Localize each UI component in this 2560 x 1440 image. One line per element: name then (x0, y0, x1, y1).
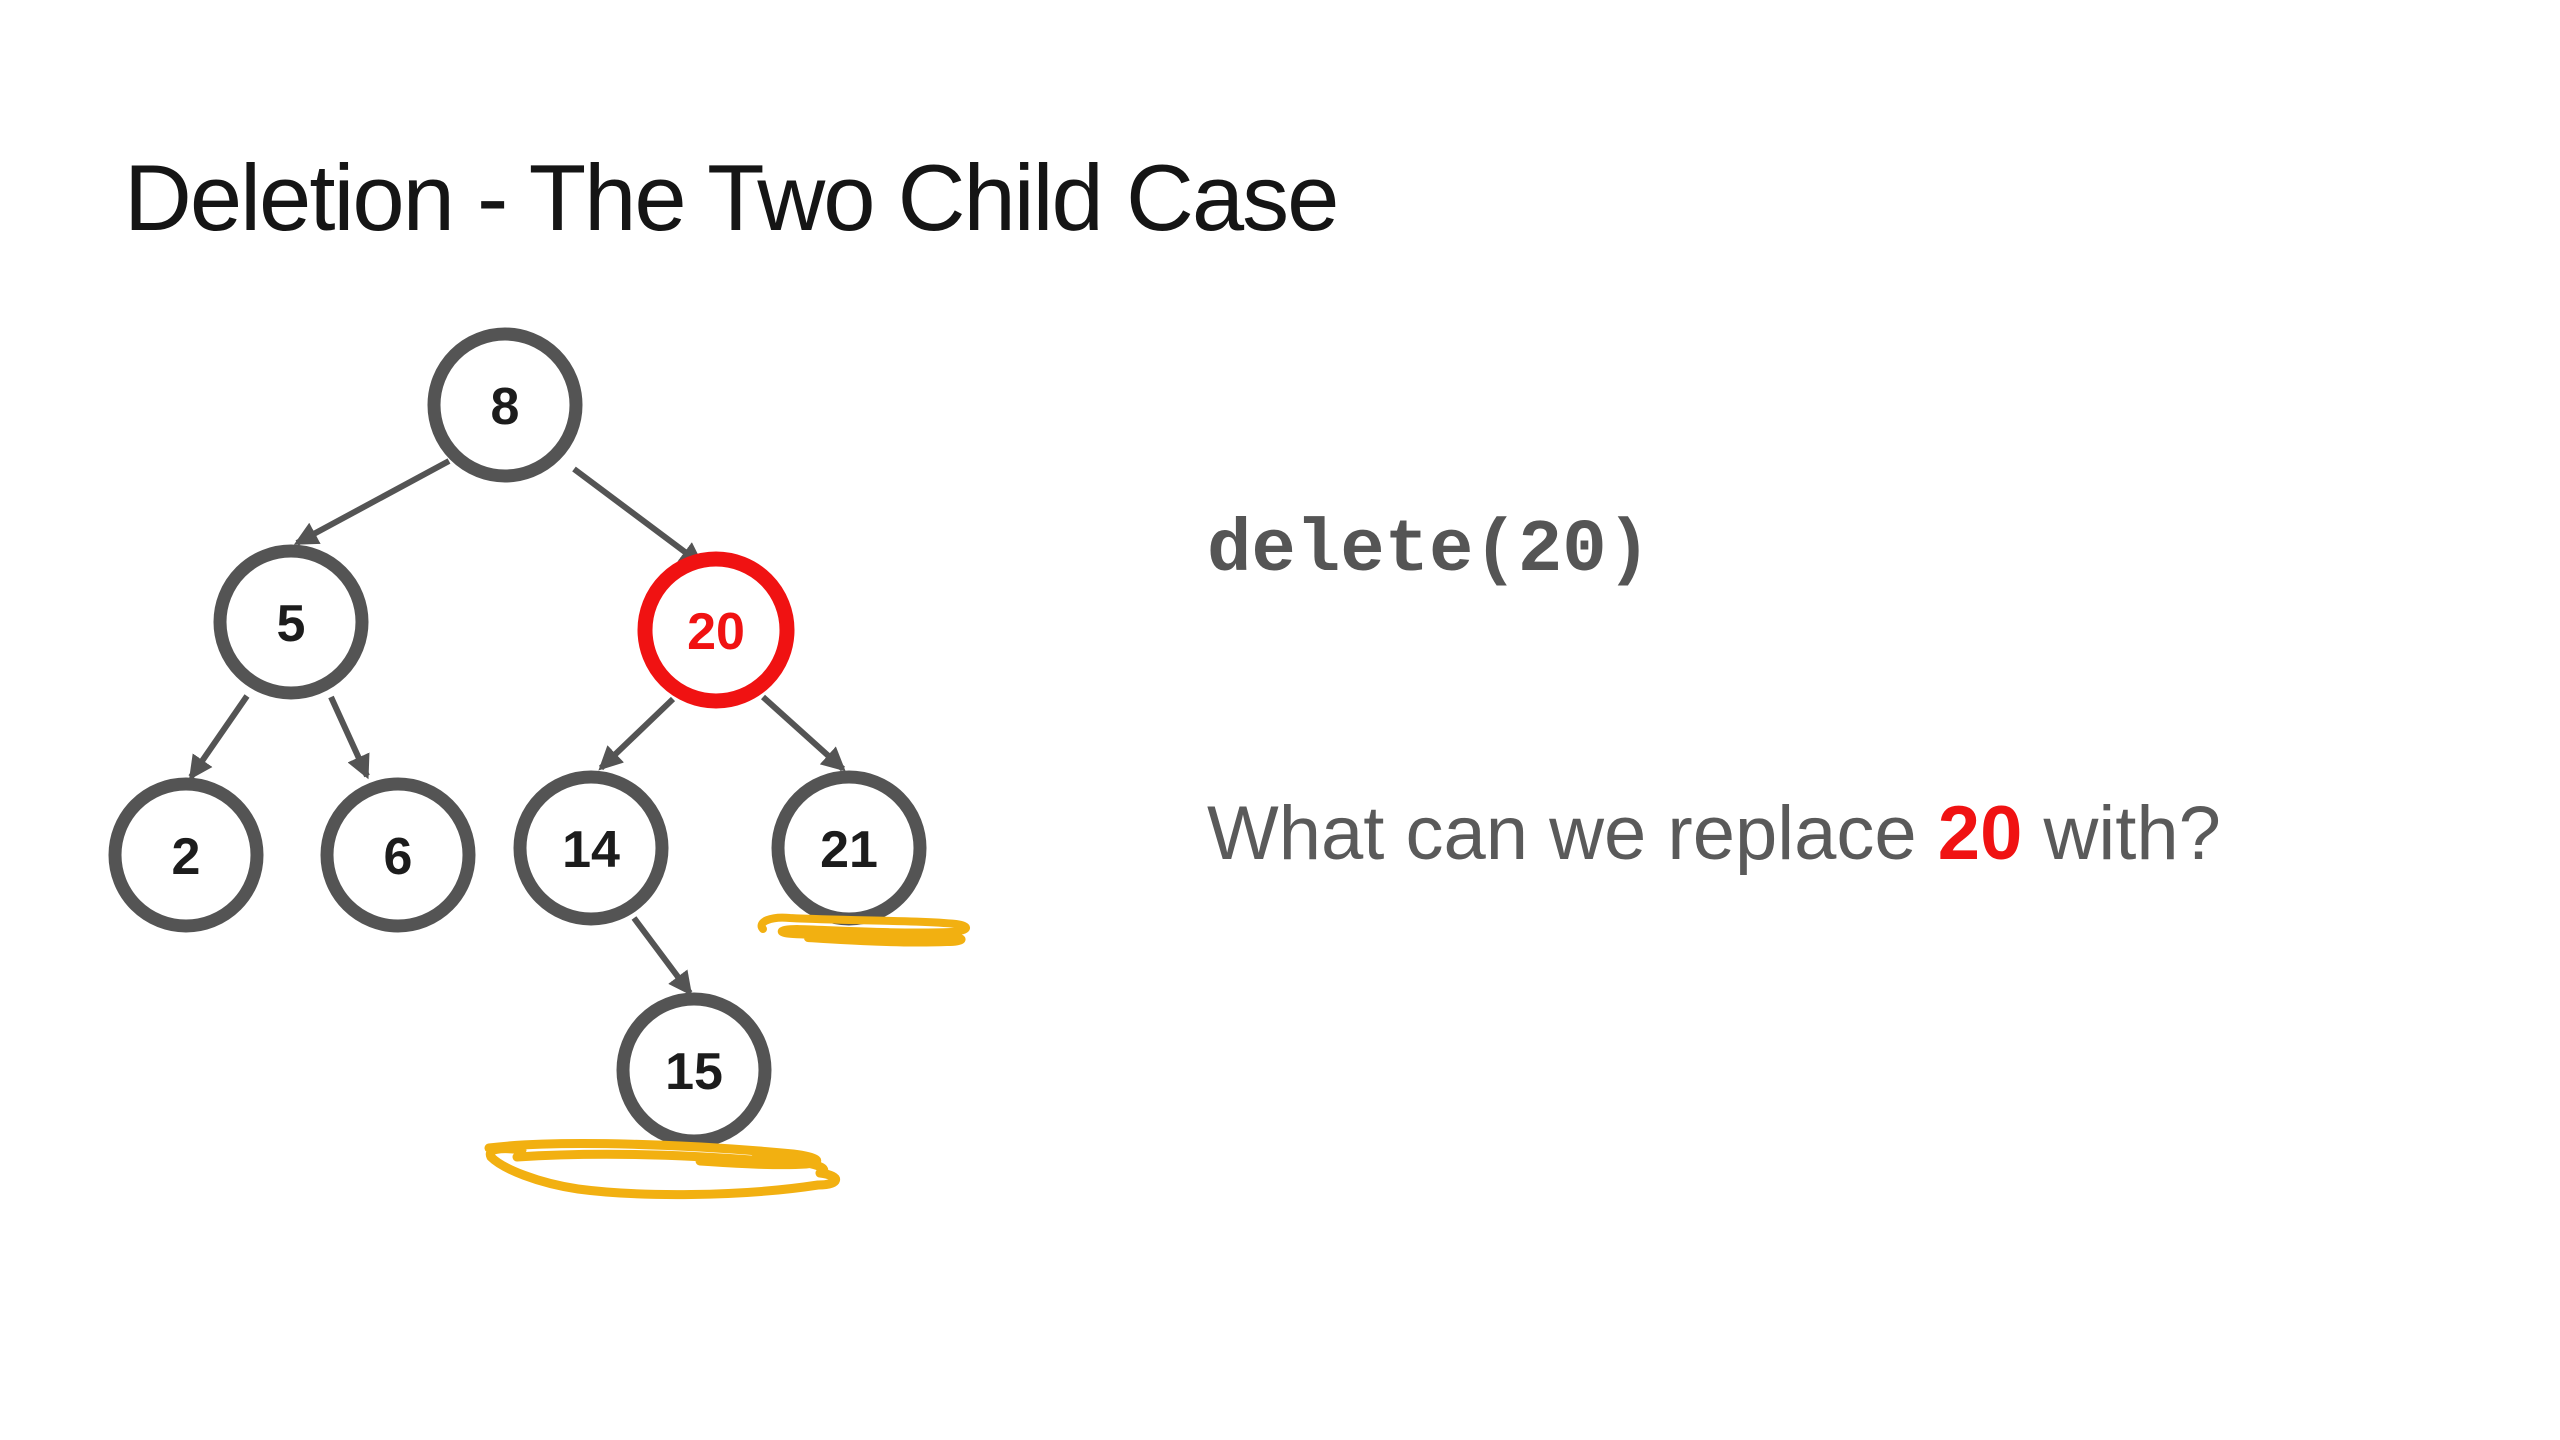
slide-title: Deletion - The Two Child Case (124, 145, 1339, 250)
edge-14-15 (631, 916, 693, 996)
node-8-circle (427, 327, 583, 483)
edge-8-20 (572, 466, 704, 567)
tree-nodes (108, 327, 927, 1148)
node-21-label: 21 (820, 821, 878, 879)
edge-20-21 (760, 694, 846, 772)
node-20-circle (637, 551, 795, 709)
node-15-circle (616, 992, 772, 1148)
tree-node-labels: 8 5 20 2 6 14 21 15 (172, 378, 878, 1101)
node-5-circle (213, 544, 369, 700)
node-6-circle (320, 777, 476, 933)
node-20-label: 20 (687, 603, 745, 661)
scribble-under-15-icon (484, 1139, 840, 1200)
question-suffix: with? (2022, 791, 2221, 876)
node-8-label: 8 (491, 378, 520, 436)
node-5-label: 5 (277, 595, 306, 653)
node-2-circle (108, 777, 264, 933)
highlighter-annotations (484, 913, 970, 1200)
edge-5-6 (328, 695, 370, 780)
question-text: What can we replace 20 with? (1207, 796, 2221, 872)
tree-edges (188, 458, 846, 996)
code-snippet: delete(20) (1207, 509, 1652, 593)
node-6-label: 6 (384, 828, 413, 886)
edge-20-14 (598, 696, 676, 771)
node-15-label: 15 (665, 1043, 723, 1101)
edge-8-5 (293, 458, 451, 546)
question-highlight-20: 20 (1937, 791, 2023, 876)
scribble-under-21-icon (757, 913, 970, 947)
edge-5-2 (188, 694, 250, 780)
node-2-label: 2 (172, 828, 201, 886)
node-14-circle (513, 770, 669, 926)
node-14-label: 14 (562, 821, 620, 879)
question-prefix: What can we replace (1207, 791, 1938, 876)
